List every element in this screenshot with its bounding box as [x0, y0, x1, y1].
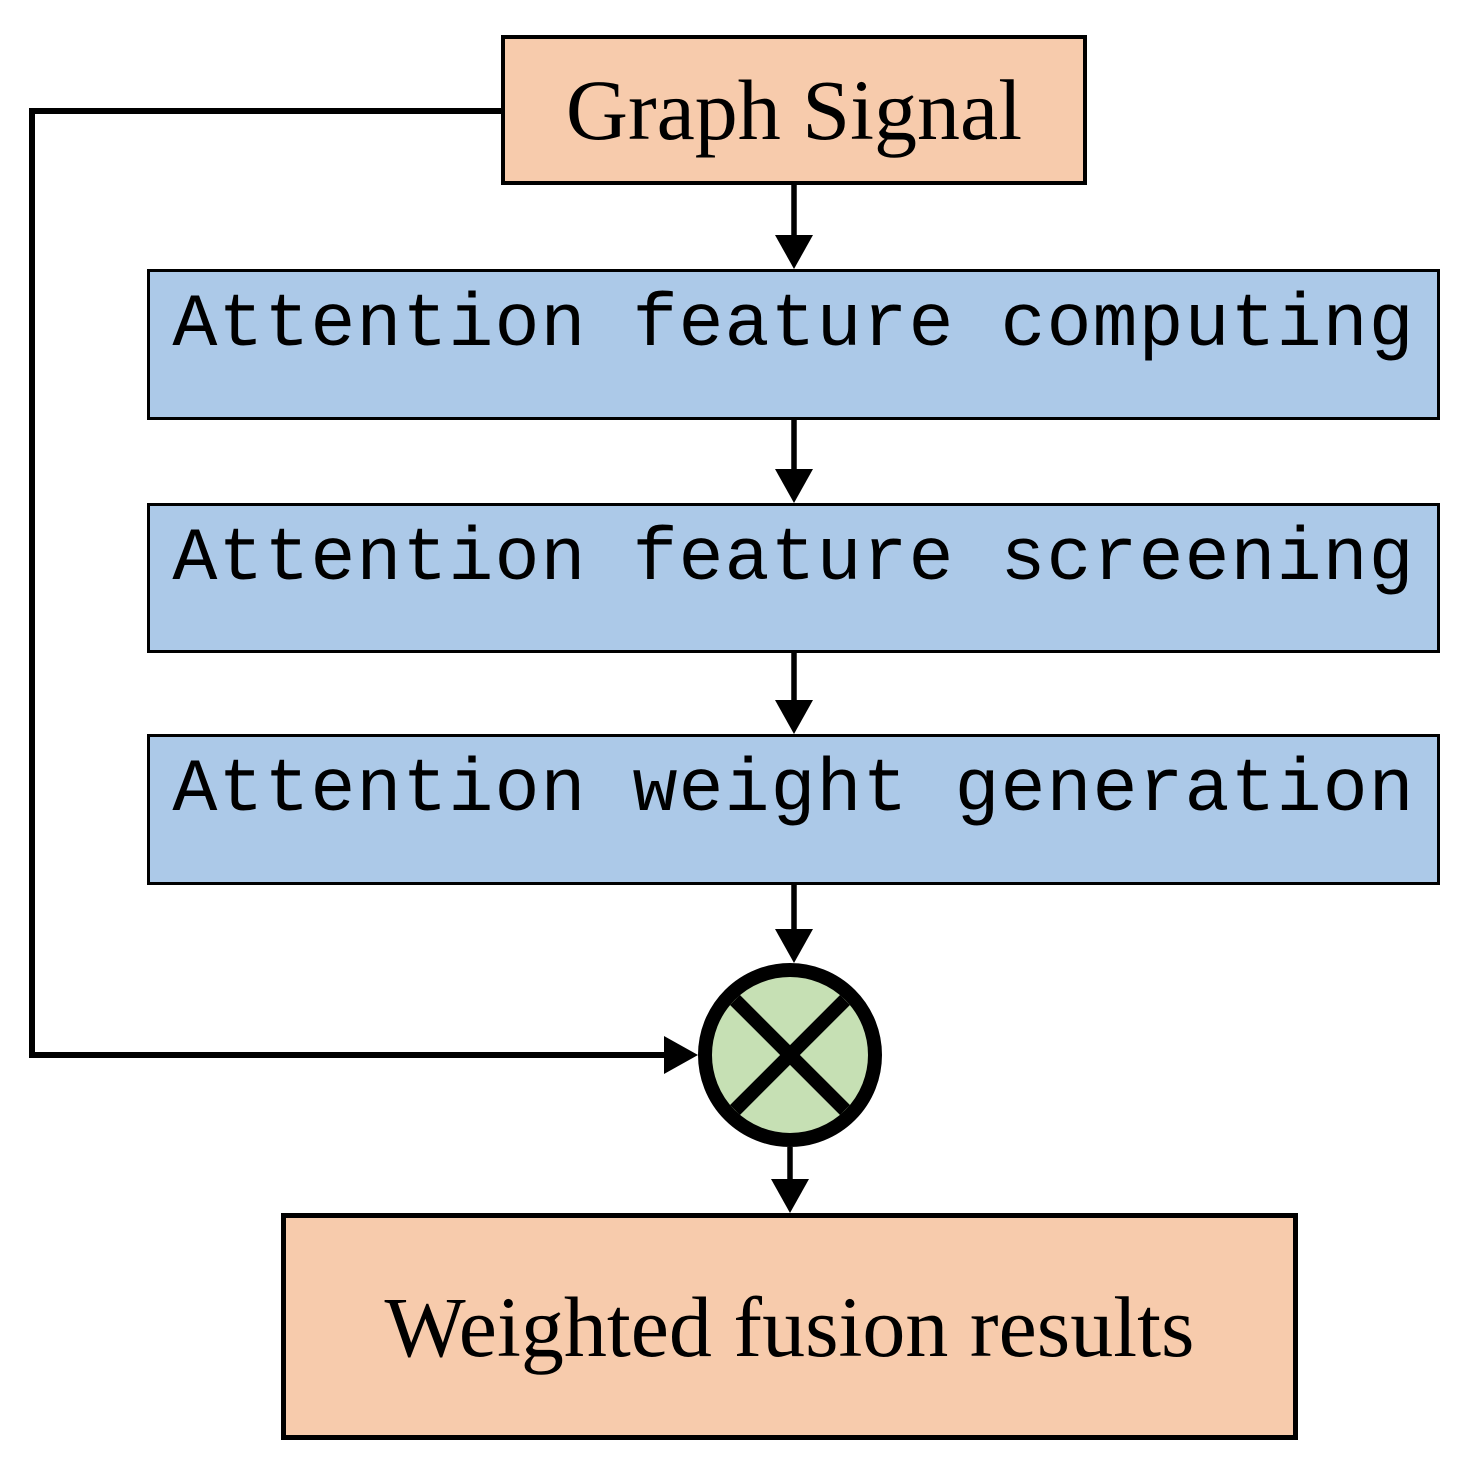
edge-computing-to-screening: [775, 420, 813, 503]
node-attention-feature-computing-label: Attention feature computing: [172, 283, 1415, 368]
edge-screening-to-generation: [775, 653, 813, 734]
arrowhead-down-icon: [775, 235, 813, 269]
multiply-cross-stroke: [730, 995, 850, 1115]
arrowhead-right-icon: [664, 1036, 698, 1074]
node-weighted-fusion-results: Weighted fusion results: [281, 1213, 1298, 1440]
node-attention-feature-screening-label: Attention feature screening: [172, 516, 1415, 602]
edge-graph-signal-to-multiply: [29, 108, 698, 1074]
arrowhead-down-icon: [775, 929, 813, 963]
node-attention-weight-generation-label: Attention weight generation: [172, 748, 1415, 833]
node-graph-signal: Graph Signal: [501, 35, 1087, 185]
node-attention-weight-generation: Attention weight generation: [147, 734, 1440, 885]
feedback-line: [29, 108, 665, 1058]
arrowhead-down-icon: [771, 1179, 809, 1213]
node-attention-feature-computing: Attention feature computing: [147, 269, 1440, 420]
node-graph-signal-label: Graph Signal: [565, 62, 1023, 158]
arrowhead-down-icon: [775, 700, 813, 734]
arrowhead-down-icon: [775, 469, 813, 503]
edge-multiply-to-results: [771, 1147, 809, 1213]
multiply-node: ⊗: [698, 963, 882, 1147]
node-weighted-fusion-results-label: Weighted fusion results: [384, 1278, 1195, 1375]
edge-graph-signal-to-computing: [775, 185, 813, 269]
node-attention-feature-screening: Attention feature screening: [147, 503, 1440, 653]
edge-generation-to-multiply: [775, 885, 813, 963]
